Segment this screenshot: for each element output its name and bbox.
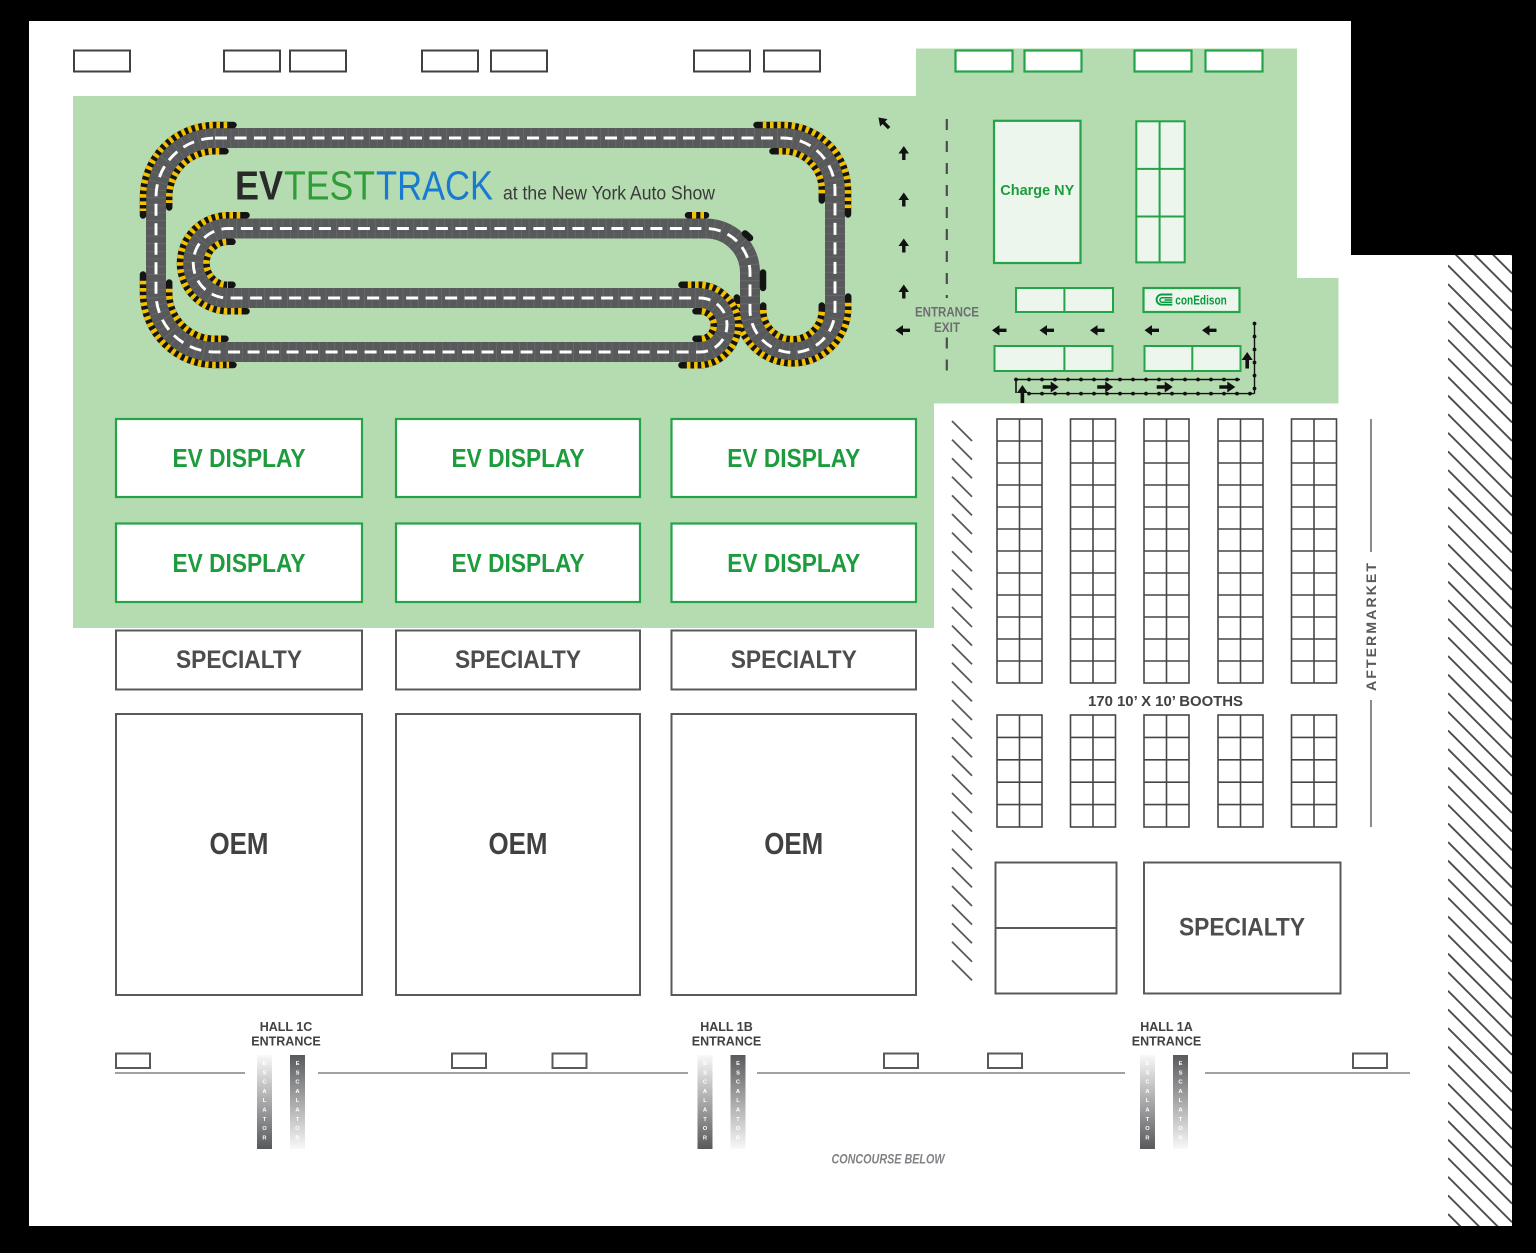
svg-text:O: O — [736, 1126, 741, 1132]
svg-text:L: L — [1179, 1098, 1183, 1104]
svg-text:EV DISPLAY: EV DISPLAY — [452, 548, 585, 578]
svg-text:C: C — [295, 1080, 300, 1086]
svg-text:C: C — [736, 1080, 741, 1086]
svg-text:EV DISPLAY: EV DISPLAY — [173, 443, 306, 473]
svg-text:S: S — [736, 1070, 740, 1076]
svg-text:ENTRANCE: ENTRANCE — [692, 1035, 761, 1049]
svg-text:R: R — [736, 1135, 741, 1141]
svg-text:HALL 1B: HALL 1B — [700, 1020, 753, 1034]
svg-text:SPECIALTY: SPECIALTY — [176, 646, 302, 674]
svg-text:O: O — [295, 1126, 300, 1132]
svg-text:A: A — [1145, 1089, 1150, 1095]
svg-text:C: C — [262, 1080, 267, 1086]
svg-text:EV DISPLAY: EV DISPLAY — [173, 548, 306, 578]
svg-text:L: L — [736, 1098, 740, 1104]
svg-text:A: A — [295, 1089, 300, 1095]
svg-text:ENTRANCE: ENTRANCE — [915, 305, 979, 320]
svg-text:S: S — [296, 1070, 300, 1076]
svg-text:SPECIALTY: SPECIALTY — [731, 646, 857, 674]
svg-text:A: A — [736, 1089, 741, 1095]
svg-text:SPECIALTY: SPECIALTY — [455, 646, 581, 674]
svg-text:AFTERMARKET: AFTERMARKET — [1363, 561, 1379, 691]
svg-text:A: A — [736, 1108, 741, 1114]
svg-text:at the New York Auto Show: at the New York Auto Show — [503, 184, 715, 205]
svg-text:EV: EV — [235, 163, 284, 209]
svg-text:EV DISPLAY: EV DISPLAY — [727, 443, 860, 473]
svg-text:A: A — [262, 1108, 267, 1114]
svg-text:CONCOURSE BELOW: CONCOURSE BELOW — [832, 1152, 946, 1167]
svg-text:E: E — [296, 1061, 300, 1067]
svg-text:Charge NY: Charge NY — [1000, 182, 1074, 199]
svg-text:ENTRANCE: ENTRANCE — [1132, 1035, 1201, 1049]
svg-text:HALL 1A: HALL 1A — [1140, 1020, 1193, 1034]
svg-text:O: O — [1178, 1126, 1183, 1132]
svg-text:S: S — [703, 1070, 707, 1076]
svg-text:C: C — [703, 1080, 708, 1086]
svg-text:E: E — [1179, 1061, 1183, 1067]
svg-text:C: C — [1178, 1080, 1183, 1086]
svg-text:OEM: OEM — [764, 826, 823, 861]
svg-text:conEdison: conEdison — [1175, 293, 1227, 308]
svg-text:R: R — [1145, 1135, 1150, 1141]
svg-text:O: O — [703, 1126, 708, 1132]
svg-text:L: L — [296, 1098, 300, 1104]
svg-text:T: T — [736, 1117, 740, 1123]
svg-text:HALL 1C: HALL 1C — [260, 1020, 313, 1034]
svg-text:E: E — [263, 1061, 267, 1067]
svg-text:OEM: OEM — [489, 826, 548, 861]
svg-text:T: T — [1146, 1117, 1150, 1123]
svg-text:L: L — [263, 1098, 267, 1104]
svg-text:A: A — [1145, 1108, 1150, 1114]
svg-text:E: E — [703, 1061, 707, 1067]
svg-text:A: A — [295, 1108, 300, 1114]
svg-text:E: E — [736, 1061, 740, 1067]
svg-text:TRACK: TRACK — [376, 163, 493, 209]
svg-text:170 10’ X 10’ BOOTHS: 170 10’ X 10’ BOOTHS — [1088, 694, 1243, 710]
svg-text:S: S — [1146, 1070, 1150, 1076]
svg-text:R: R — [295, 1135, 300, 1141]
svg-text:EXIT: EXIT — [934, 320, 961, 335]
svg-text:R: R — [262, 1135, 267, 1141]
svg-text:C: C — [1145, 1080, 1150, 1086]
svg-text:S: S — [1179, 1070, 1183, 1076]
svg-text:A: A — [1178, 1089, 1183, 1095]
svg-text:L: L — [703, 1098, 707, 1104]
svg-text:OEM: OEM — [210, 826, 269, 861]
svg-text:EV DISPLAY: EV DISPLAY — [452, 443, 585, 473]
svg-text:R: R — [703, 1135, 708, 1141]
svg-text:T: T — [263, 1117, 267, 1123]
svg-text:A: A — [703, 1089, 708, 1095]
svg-text:R: R — [1178, 1135, 1183, 1141]
svg-text:O: O — [1145, 1126, 1150, 1132]
svg-text:T: T — [296, 1117, 300, 1123]
svg-text:O: O — [262, 1126, 267, 1132]
svg-text:SPECIALTY: SPECIALTY — [1179, 914, 1305, 942]
svg-text:E: E — [1146, 1061, 1150, 1067]
svg-text:TEST: TEST — [284, 163, 375, 209]
svg-text:EV DISPLAY: EV DISPLAY — [727, 548, 860, 578]
svg-text:A: A — [703, 1108, 708, 1114]
svg-text:T: T — [1179, 1117, 1183, 1123]
svg-text:A: A — [1178, 1108, 1183, 1114]
svg-text:L: L — [1146, 1098, 1150, 1104]
svg-text:S: S — [263, 1070, 267, 1076]
svg-text:T: T — [703, 1117, 707, 1123]
svg-text:A: A — [262, 1089, 267, 1095]
svg-text:ENTRANCE: ENTRANCE — [251, 1035, 320, 1049]
